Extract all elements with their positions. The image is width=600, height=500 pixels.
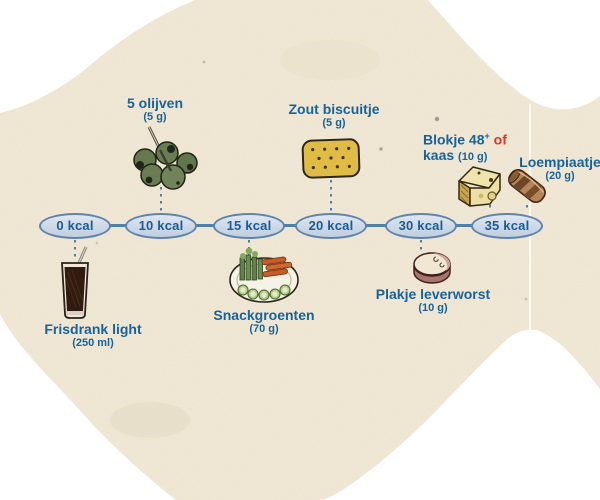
timeline-node-30kcal: 30 kcal xyxy=(385,213,457,239)
kaas-title-line2: kaas (10 g) xyxy=(423,146,523,164)
olijven-amount: (5 g) xyxy=(143,111,167,123)
timeline-node-10kcal: 10 kcal xyxy=(125,213,197,239)
kaas-amount: (10 g) xyxy=(458,150,488,163)
olives-icon xyxy=(133,126,198,190)
cola-glass-icon xyxy=(61,246,89,319)
loempiaatje-amount: (20 g) xyxy=(545,170,575,182)
kaas-label: Blokje 48+ of kaas (10 g) xyxy=(423,129,523,164)
liverwurst-icon xyxy=(413,252,451,284)
paper-mottle xyxy=(110,402,190,438)
paper-mottle xyxy=(280,40,380,80)
biscuitje-amount: (5 g) xyxy=(322,117,346,129)
olijven-title: 5 olijven xyxy=(126,95,184,111)
snackgroenten-label: Snackgroenten (70 g) xyxy=(204,308,324,336)
paper-speck xyxy=(379,147,383,151)
frisdrank-amount: (250 ml) xyxy=(72,337,114,349)
olijven-label: 5 olijven (5 g) xyxy=(95,96,215,124)
kaas-superscript: + xyxy=(484,131,490,141)
timeline-node-0kcal: 0 kcal xyxy=(39,213,111,239)
spring-roll-icon xyxy=(508,168,546,203)
frisdrank-label: Frisdrank light (250 ml) xyxy=(33,322,153,350)
kaas-title-text: Blokje 48 xyxy=(423,131,485,148)
snackgroenten-amount: (70 g) xyxy=(249,323,279,335)
biscuitje-label: Zout biscuitje (5 g) xyxy=(274,102,394,130)
leverworst-label: Plakje leverworst (10 g) xyxy=(373,287,493,315)
frisdrank-title: Frisdrank light xyxy=(44,321,142,337)
paper-speck xyxy=(202,60,206,64)
loempiaatje-label: Loempiaatje (20 g) xyxy=(510,155,600,183)
kaas-or-word: of xyxy=(493,131,507,148)
timeline-node-20kcal: 20 kcal xyxy=(295,213,367,239)
cheese-icon xyxy=(458,166,501,207)
timeline-node-35kcal: 35 kcal xyxy=(471,213,543,239)
vegetables-plate-icon xyxy=(229,247,299,303)
timeline-line xyxy=(75,224,507,227)
paper-speck xyxy=(434,116,440,122)
snackgroenten-title: Snackgroenten xyxy=(213,307,315,323)
biscuitje-title: Zout biscuitje xyxy=(288,101,380,117)
paper-speck xyxy=(95,241,99,245)
paper-speck xyxy=(524,297,528,301)
leverworst-amount: (10 g) xyxy=(418,302,448,314)
cracker-icon xyxy=(301,138,361,179)
timeline-node-15kcal: 15 kcal xyxy=(213,213,285,239)
loempiaatje-title: Loempiaatje xyxy=(519,154,600,170)
leverworst-title: Plakje leverworst xyxy=(375,286,491,302)
kaas-title2-text: kaas xyxy=(423,146,455,163)
kaas-title-line1: Blokje 48+ of xyxy=(423,129,523,148)
